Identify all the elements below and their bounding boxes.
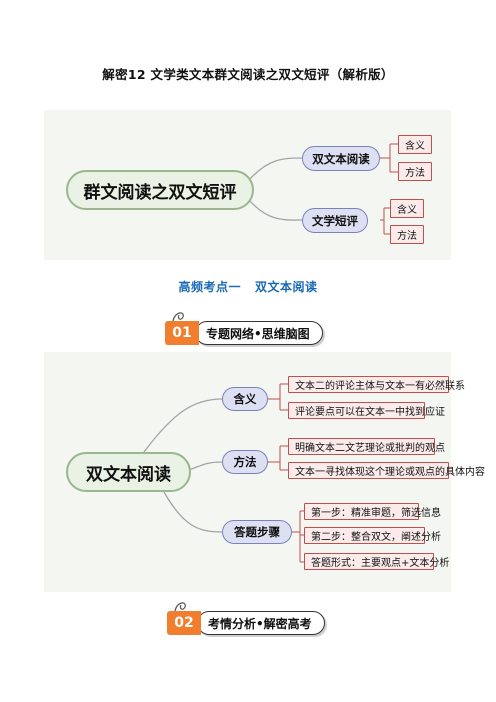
mindmap-overview-connectors <box>248 143 398 235</box>
leaf-step-2: 第二步：整合双文，阐述分析 <box>304 527 441 544</box>
badge-label: 专题网络•思维脑图 <box>195 321 323 345</box>
badge-number: 01 <box>165 321 199 345</box>
branch-meaning: 含义 <box>222 387 268 411</box>
branch-method: 方法 <box>222 450 268 474</box>
leaf-meaning-2: 评论要点可以在文本一中找到应证 <box>288 402 445 419</box>
section-heading: 高频考点一双文本阅读 <box>0 278 496 295</box>
leaf-method-2: 文本一寻找体现这个理论或观点的具体内容 <box>288 462 485 479</box>
section-heading-part1: 高频考点一 <box>178 280 241 294</box>
mindmap-dual-text-connectors <box>143 383 304 563</box>
leaf-answer-format: 答题形式：主要观点+文本分析 <box>304 553 449 570</box>
leaf-meaning: 含义 <box>398 135 432 154</box>
curl-icon <box>174 602 186 612</box>
mindmap-dual-text: 双文本阅读 含义 方法 答题步骤 文本二的评论主体与文本一有必然联系 评论要点可… <box>44 352 485 592</box>
leaf-meaning-1: 文本二的评论主体与文本一有必然联系 <box>288 376 465 393</box>
branch-answer-steps: 答题步骤 <box>222 520 292 544</box>
branch-dual-text-reading: 双文本阅读 <box>302 146 380 171</box>
section-badge-01: 专题网络•思维脑图 01 <box>165 312 340 347</box>
branch-literary-review: 文学短评 <box>302 208 368 233</box>
mindmap-overview: 群文阅读之双文短评 双文本阅读 文学短评 含义 方法 含义 方法 <box>44 110 451 260</box>
leaf-meaning: 含义 <box>390 199 424 218</box>
document-title: 解密12 文学类文本群文阅读之双文短评（解析版） <box>102 67 394 82</box>
section-heading-part2: 双文本阅读 <box>255 280 318 294</box>
leaf-method: 方法 <box>390 225 424 244</box>
mindmap-root: 双文本阅读 <box>66 452 191 492</box>
section-badge-02: 考情分析•解密高考 02 <box>167 602 337 637</box>
leaf-step-1: 第一步：精准审题，筛选信息 <box>304 503 441 520</box>
mindmap-root: 群文阅读之双文短评 <box>66 170 254 210</box>
leaf-method-1: 明确文本二文艺理论或批判的观点 <box>288 438 445 455</box>
badge-label: 考情分析•解密高考 <box>197 611 325 635</box>
badge-number: 02 <box>167 611 201 635</box>
curl-icon <box>172 312 184 322</box>
leaf-method: 方法 <box>398 162 432 181</box>
